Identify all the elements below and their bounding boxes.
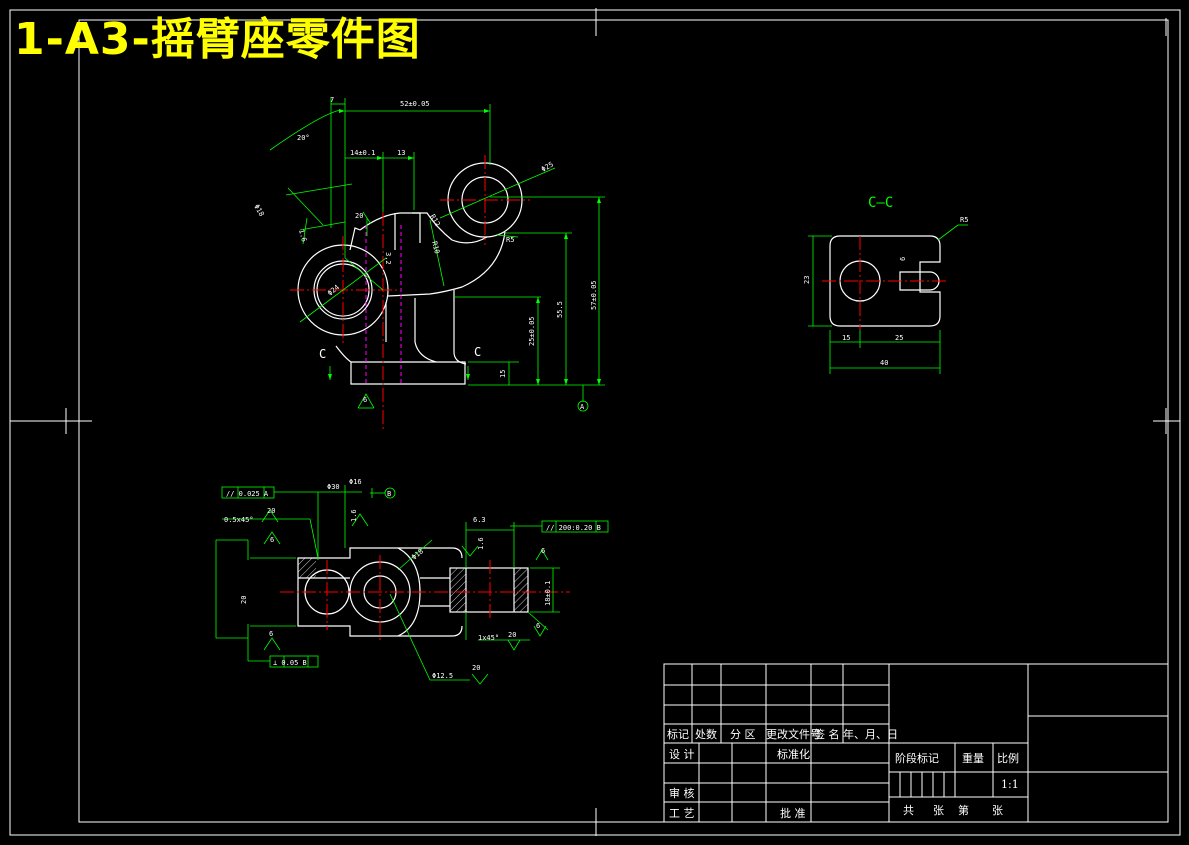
dim-14: 14±0.1 [350,149,375,157]
dim-23: 23 [803,276,811,284]
section-view-dim-text: R5 23 15 25 40 6 [803,216,968,367]
dim-1x45: 1x45° [478,634,499,642]
dim-6-c: 6 [899,257,907,261]
dim-7: 7 [330,96,334,104]
dim-phi30: Φ30 [327,483,340,491]
tb-shenhe: 审 核 [669,786,695,800]
tb-scale: 1:1 [1001,778,1019,791]
tb-chushu: 处数 [695,728,717,741]
dim-phi18-t: Φ18 [410,547,425,561]
drawing-title: 1-A3-摇臂座零件图 [14,14,421,65]
sheet-frame [9,8,1181,836]
tb-zhang1: 张 [933,804,944,817]
tb-pizhun: 批 准 [780,806,806,820]
dim-R5: R5 [506,236,514,244]
dim-6.3: 6.3 [473,516,486,524]
dim-25: 25±0.05 [528,316,536,346]
section-view-dimensions [808,224,968,374]
tol-parallel: // 0.025 A [226,490,269,498]
tol-right: // 200:0.20 B [546,524,601,532]
dim-phi18: Φ18 [252,203,265,218]
dim-R5-c: R5 [960,216,968,224]
front-view-arrows [328,109,601,385]
front-view-dimension-text: 7 52±0.05 20° 14±0.1 13 Φ25 Φ18 1.6 20 R… [252,96,598,411]
dim-3.2: 3.2 [384,252,392,265]
datum-B-label: B [387,490,391,498]
section-mark-left: C [319,347,326,361]
top-view: // 0.025 A ⊥ 0.05 B // 200:0.20 B B Φ30 … [215,478,609,685]
tb-bili: 比例 [997,751,1019,765]
top-view-dimensions [215,485,560,685]
tb-gengai: 更改文件号 [766,727,821,741]
dim-20-v: 20 [240,596,248,604]
dim-40: 40 [880,359,888,367]
dim-15: 15 [499,370,507,378]
tb-biaoji: 标记 [667,727,689,741]
dim-phi12.5: Φ12.5 [432,672,453,680]
tb-biaozhunhua: 标准化 [777,747,810,761]
dim-57: 57±0.05 [590,280,598,310]
dim-20-r: 20 [508,631,516,639]
dim-6a: 6 [363,396,367,404]
front-view-hidden-lines [365,225,402,386]
dim-phi24: Φ24 [326,283,341,297]
dim-6-r: 6 [541,547,545,555]
tb-sheji: 设 计 [669,748,695,761]
front-view-outline [297,162,523,385]
dim-13: 13 [397,149,405,157]
top-view-hatch [298,558,528,612]
title-block-text: 标记 处数 分 区 更改文件号 签 名 年、月、日 设 计 标准化 阶段标记 重… [667,727,1019,820]
section-mark-right: C [474,345,481,359]
dim-chamfer: 0.5x45° [224,516,254,524]
tb-di: 第 [958,803,969,817]
dim-52: 52±0.05 [400,100,430,108]
tb-zhongliang: 重量 [962,751,984,765]
tb-gong: 共 [903,804,914,817]
dim-3.2-t: 1.6 [477,537,485,550]
tb-jieduan: 阶段标记 [895,751,939,765]
dim-6-rb: 6 [536,622,540,630]
section-title: C—C [868,195,893,211]
dim-6-b: 6 [269,630,273,638]
title-block [663,663,1169,823]
dim-phi16: Φ16 [349,478,362,486]
tol-perp: ⊥ 0.05 B [273,659,307,667]
dim-55.5: 55.5 [556,301,564,318]
dim-R10: R10 [430,240,441,254]
dim-20-t: 20 [267,507,275,515]
dim-1.6: 1.6 [297,228,308,242]
section-view: C—C R5 23 15 25 40 6 [803,195,968,374]
top-view-tolerance-frames [221,486,609,668]
front-view-dimensions [269,98,605,412]
front-view: 7 52±0.05 20° 14±0.1 13 Φ25 Φ18 1.6 20 R… [252,96,605,430]
dim-20deg: 20° [297,134,310,142]
tb-fenqu: 分 区 [730,728,756,741]
dim-20-b: 20 [472,664,480,672]
tb-zhang2: 张 [992,804,1003,817]
dim-25-c: 25 [895,334,903,342]
tb-nianyueri: 年、月、日 [843,727,898,741]
dim-20: 20 [355,212,363,220]
top-view-dim-text: // 0.025 A ⊥ 0.05 B // 200:0.20 B B Φ30 … [224,478,601,680]
tb-gongyi: 工 艺 [669,807,695,820]
tb-qianming: 签 名 [814,727,840,741]
datum-A-label: A [580,403,585,411]
dim-1.6-t: 1.6 [350,509,358,522]
dim-15-c: 15 [842,334,850,342]
dim-phi25: Φ25 [540,160,555,173]
dim-18: 18±0.1 [544,581,552,606]
dim-6-t: 6 [270,536,274,544]
